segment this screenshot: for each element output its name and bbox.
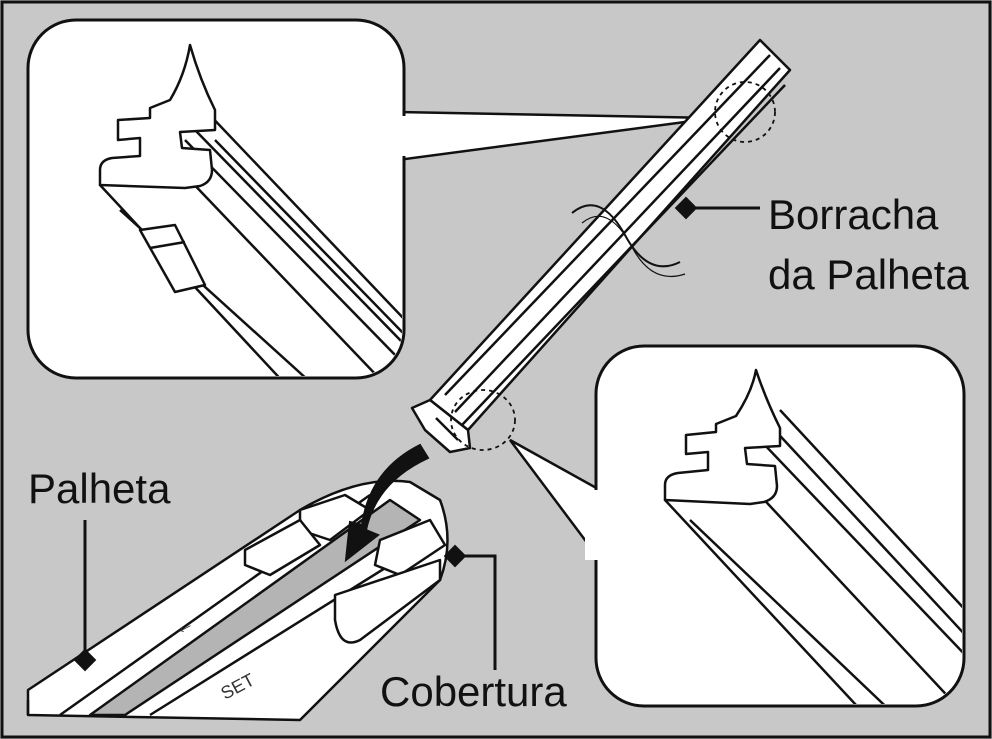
blade-end-closeup-bottom: [663, 368, 962, 704]
insertion-arrow: [344, 443, 430, 563]
callout-panel-top: [26, 18, 406, 380]
leader-lines: [83, 206, 760, 670]
blade-groove: [88, 498, 422, 717]
leader-cobertura: [455, 554, 497, 670]
label-blade-rubber-line1: Borracha: [768, 191, 939, 238]
zoom-callout-bottom: [509, 344, 966, 708]
rubber-refill: [410, 38, 792, 454]
label-blade-rubber-line2: da Palheta: [768, 251, 969, 298]
blade-end-closeup-top: [98, 43, 402, 376]
callout-seam-bottom: [585, 490, 605, 560]
leader-marker-palheta: [73, 648, 97, 672]
label-cover: Cobertura: [380, 668, 567, 715]
length-break-mark-2: [581, 215, 686, 278]
zoom-callout-top: [26, 18, 716, 380]
detail-circle-top: [714, 81, 776, 143]
callout-seam-top: [380, 116, 410, 156]
wiper-blade-housing: [26, 479, 449, 722]
detail-circle-bottom: [450, 389, 516, 451]
label-blade: Palheta: [28, 465, 171, 512]
leader-marker-cobertura: [443, 544, 467, 568]
